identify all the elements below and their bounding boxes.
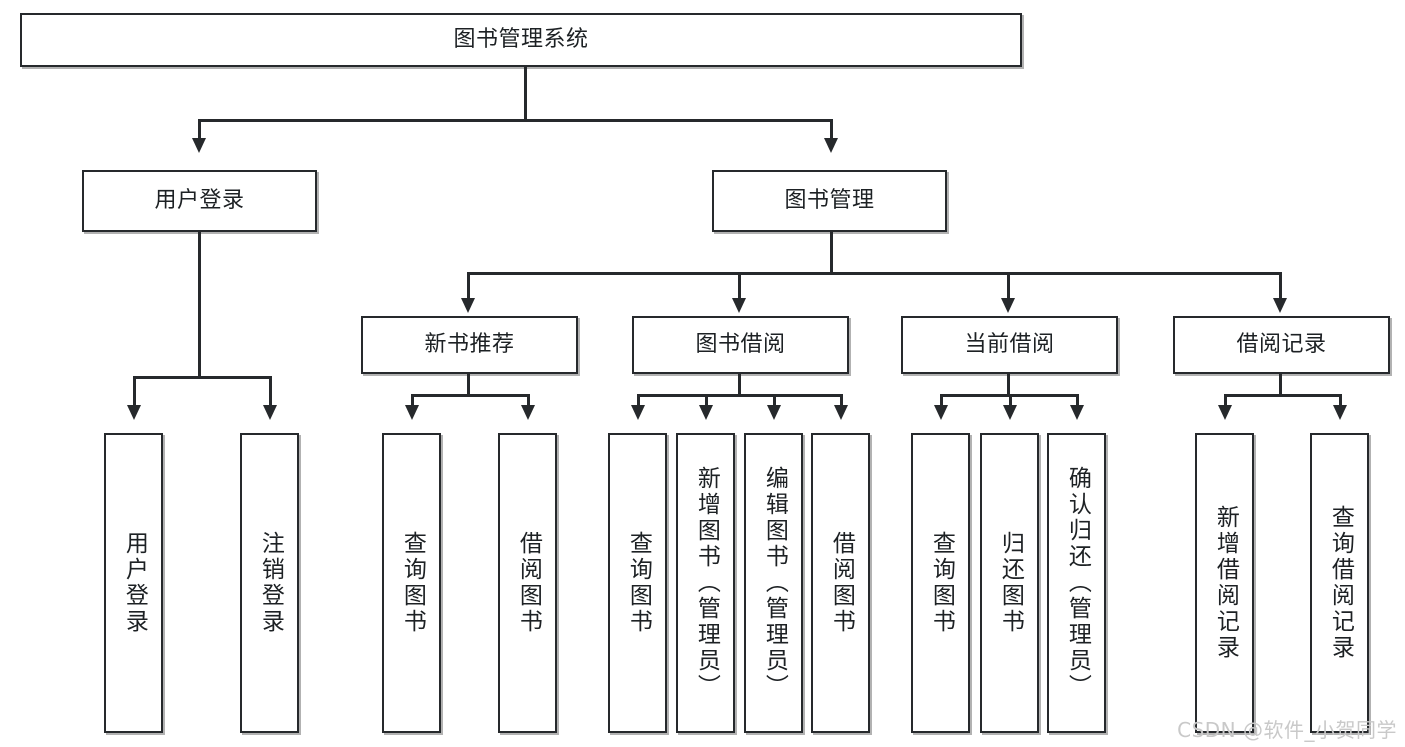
arrowhead-book-borrow — [732, 298, 746, 313]
node-root-system[interactable]: 图书管理系统 — [20, 13, 1022, 67]
connector-to-borrow-records — [1279, 272, 1282, 300]
connector-to-book-manage — [830, 119, 833, 141]
node-borrow-records[interactable]: 借阅记录 — [1173, 316, 1390, 374]
node-new-book-recommend[interactable]: 新书推荐 — [361, 316, 578, 374]
leaf-new-book-borrow[interactable]: 借阅图书 — [498, 433, 557, 733]
leaf-borrow-records-query[interactable]: 查询借阅记录 — [1310, 433, 1369, 733]
connector-user-login-leaf2 — [269, 376, 272, 408]
connector-root-stem — [524, 67, 527, 119]
arrowhead-book-borrow-leaf4 — [834, 405, 848, 420]
arrowhead-book-manage — [824, 138, 838, 153]
node-current-borrow[interactable]: 当前借阅 — [901, 316, 1118, 374]
connector-new-book-stem — [467, 374, 470, 396]
leaf-current-borrow-return[interactable]: 归还图书 — [980, 433, 1039, 733]
leaf-borrow-records-add[interactable]: 新增借阅记录 — [1195, 433, 1254, 733]
connector-to-user-login — [198, 119, 201, 141]
leaf-book-borrow-query[interactable]: 查询图书 — [608, 433, 667, 733]
leaf-book-borrow-edit[interactable]: 编辑图书（管理员） — [744, 433, 803, 733]
arrowhead-book-borrow-leaf2 — [699, 405, 713, 420]
connector-user-login-stem — [198, 232, 201, 378]
leaf-new-book-query[interactable]: 查询图书 — [382, 433, 441, 733]
connector-root-bus — [198, 119, 832, 122]
arrowhead-user-login-leaf1 — [127, 405, 141, 420]
connector-book-manage-stem — [830, 232, 833, 274]
node-user-login[interactable]: 用户登录 — [82, 170, 317, 232]
arrowhead-new-book — [461, 298, 475, 313]
leaf-current-borrow-query[interactable]: 查询图书 — [911, 433, 970, 733]
node-book-manage[interactable]: 图书管理 — [712, 170, 947, 232]
leaf-book-borrow-borrow[interactable]: 借阅图书 — [811, 433, 870, 733]
leaf-book-borrow-add[interactable]: 新增图书（管理员） — [676, 433, 735, 733]
connector-borrow-records-bus — [1224, 394, 1341, 397]
connector-user-login-bus — [133, 376, 271, 379]
arrowhead-user-login — [192, 138, 206, 153]
arrowhead-current-borrow-leaf2 — [1003, 405, 1017, 420]
connector-new-book-bus — [411, 394, 529, 397]
connector-book-borrow-leaf3 — [773, 394, 776, 408]
connector-current-borrow-leaf1 — [940, 394, 943, 408]
arrowhead-current-borrow-leaf3 — [1070, 405, 1084, 420]
connector-current-borrow-leaf3 — [1076, 394, 1079, 408]
connector-current-borrow-leaf2 — [1009, 394, 1012, 408]
connector-borrow-records-stem — [1279, 374, 1282, 396]
leaf-current-borrow-confirm[interactable]: 确认归还（管理员） — [1047, 433, 1106, 733]
arrowhead-current-borrow — [1001, 298, 1015, 313]
connector-to-current-borrow — [1007, 272, 1010, 300]
connector-book-borrow-bus — [637, 394, 842, 397]
connector-borrow-records-leaf1 — [1224, 394, 1227, 408]
arrowhead-borrow-records-leaf1 — [1218, 405, 1232, 420]
arrowhead-book-borrow-leaf3 — [767, 405, 781, 420]
arrowhead-new-book-leaf1 — [405, 405, 419, 420]
arrowhead-borrow-records — [1273, 298, 1287, 313]
arrowhead-book-borrow-leaf1 — [631, 405, 645, 420]
connector-book-borrow-leaf1 — [637, 394, 640, 408]
connector-current-borrow-stem — [1007, 374, 1010, 396]
connector-to-book-borrow — [738, 272, 741, 300]
connector-book-borrow-leaf4 — [840, 394, 843, 408]
arrowhead-borrow-records-leaf2 — [1333, 405, 1347, 420]
arrowhead-new-book-leaf2 — [521, 405, 535, 420]
connector-book-borrow-stem — [738, 374, 741, 396]
connector-new-book-leaf2 — [527, 394, 530, 408]
connector-book-manage-bus — [467, 272, 1282, 275]
arrowhead-user-login-leaf2 — [263, 405, 277, 420]
arrowhead-current-borrow-leaf1 — [934, 405, 948, 420]
connector-borrow-records-leaf2 — [1339, 394, 1342, 408]
leaf-user-login-login[interactable]: 用户登录 — [104, 433, 163, 733]
connector-to-new-book — [467, 272, 470, 300]
node-book-borrow[interactable]: 图书借阅 — [632, 316, 849, 374]
connector-user-login-leaf1 — [133, 376, 136, 408]
connector-new-book-leaf1 — [411, 394, 414, 408]
leaf-user-login-logout[interactable]: 注销登录 — [240, 433, 299, 733]
connector-book-borrow-leaf2 — [705, 394, 708, 408]
